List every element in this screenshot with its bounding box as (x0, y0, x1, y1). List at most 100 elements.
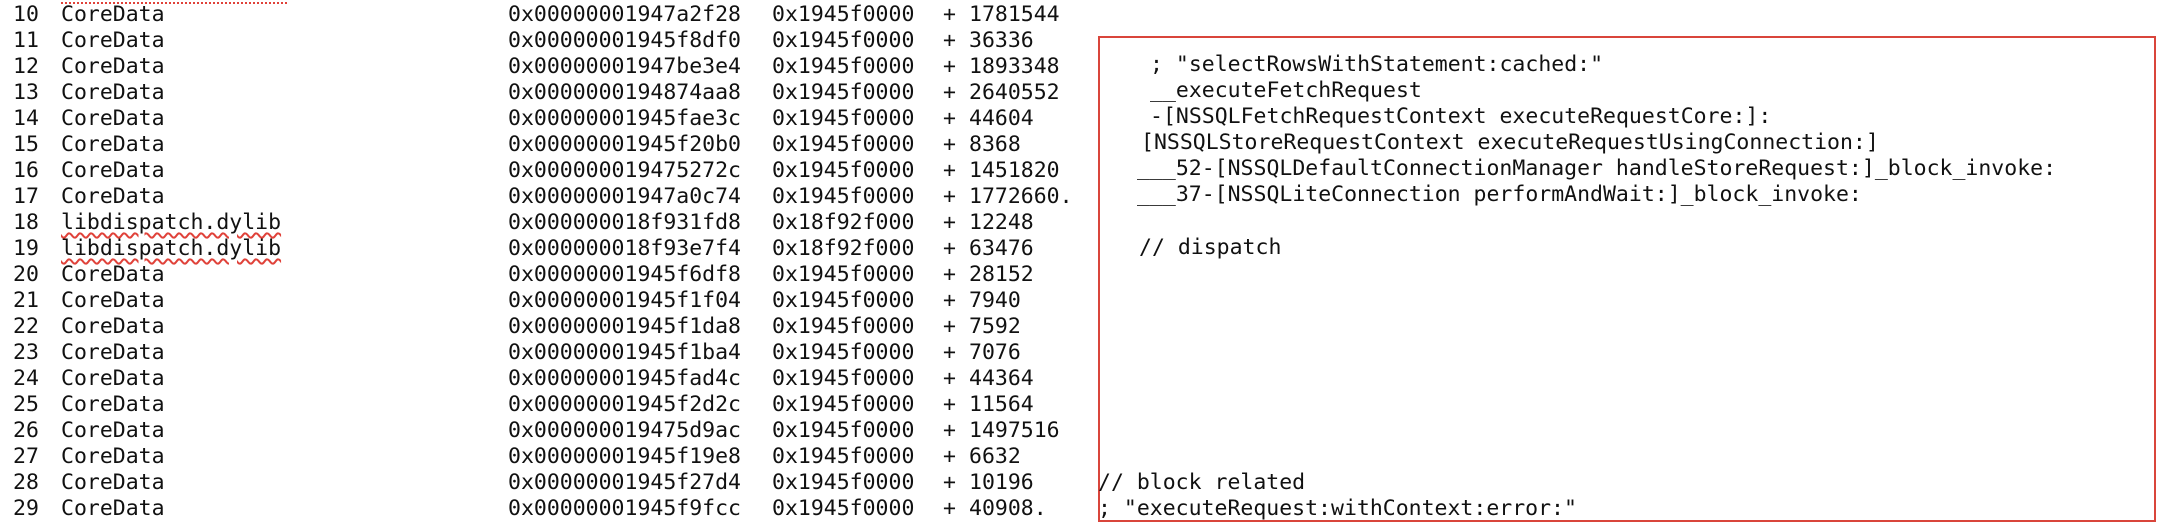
frame-address: 0x00000001945f8df0 (508, 28, 741, 53)
frame-number: 25 (13, 392, 39, 417)
frame-base-address: 0x1945f0000 (772, 392, 915, 417)
frame-plus-sign: + (943, 340, 956, 365)
frame-base-address: 0x1945f0000 (772, 470, 915, 495)
frame-library: CoreData (61, 106, 165, 131)
frame-base-address: 0x1945f0000 (772, 158, 915, 183)
frame-base-address: 0x1945f0000 (772, 444, 915, 469)
frame-library: CoreData (61, 392, 165, 417)
frame-address: 0x000000018f931fd8 (508, 210, 741, 235)
frame-address: 0x000000019475d9ac (508, 418, 741, 443)
frame-library: libdispatch.dylib (61, 210, 282, 235)
frame-offset: 1772660. (969, 184, 1073, 209)
annotation-line: // block related (1098, 470, 1306, 495)
frame-library: CoreData (61, 262, 165, 287)
frame-library: CoreData (61, 444, 165, 469)
annotation-line: [NSSQLStoreRequestContext executeRequest… (1141, 130, 1879, 155)
annotation-line: ___52-[NSSQLDefaultConnectionManager han… (1137, 156, 2057, 181)
frame-plus-sign: + (943, 54, 956, 79)
frame-number: 14 (13, 106, 39, 131)
frame-library: CoreData (61, 28, 165, 53)
frame-number: 23 (13, 340, 39, 365)
frame-base-address: 0x1945f0000 (772, 288, 915, 313)
frame-offset: 28152 (969, 262, 1034, 287)
frame-address: 0x00000001945fad4c (508, 366, 741, 391)
frame-base-address: 0x18f92f000 (772, 236, 915, 261)
frame-number: 26 (13, 418, 39, 443)
annotation-line: -[NSSQLFetchRequestContext executeReques… (1150, 104, 1772, 129)
frame-offset: 44604 (969, 106, 1034, 131)
frame-address: 0x00000001947a0c74 (508, 184, 741, 209)
frame-plus-sign: + (943, 392, 956, 417)
frame-address: 0x00000001945f9fcc (508, 496, 741, 521)
frame-offset: 2640552 (969, 80, 1060, 105)
annotation-line: ___37-[NSSQLiteConnection performAndWait… (1137, 182, 1862, 207)
frame-number: 12 (13, 54, 39, 79)
frame-plus-sign: + (943, 314, 956, 339)
frame-base-address: 0x1945f0000 (772, 314, 915, 339)
frame-number: 10 (13, 2, 39, 27)
frame-library: CoreData (61, 184, 165, 209)
frame-address: 0x00000001945f19e8 (508, 444, 741, 469)
frame-number: 18 (13, 210, 39, 235)
frame-address: 0x00000001947a2f28 (508, 2, 741, 27)
frame-address: 0x00000001945f20b0 (508, 132, 741, 157)
frame-offset: 1451820 (969, 158, 1060, 183)
frame-offset: 7940 (969, 288, 1021, 313)
frame-base-address: 0x1945f0000 (772, 418, 915, 443)
frame-plus-sign: + (943, 28, 956, 53)
frame-number: 28 (13, 470, 39, 495)
frame-library: CoreData (61, 496, 165, 521)
frame-address: 0x00000001947be3e4 (508, 54, 741, 79)
frame-library: CoreData (61, 132, 165, 157)
frame-base-address: 0x1945f0000 (772, 54, 915, 79)
frame-base-address: 0x1945f0000 (772, 132, 915, 157)
annotation-box (1098, 36, 2156, 522)
frame-plus-sign: + (943, 470, 956, 495)
frame-library: CoreData (61, 418, 165, 443)
frame-base-address: 0x1945f0000 (772, 366, 915, 391)
frame-plus-sign: + (943, 106, 956, 131)
frame-offset: 1893348 (969, 54, 1060, 79)
frame-base-address: 0x18f92f000 (772, 210, 915, 235)
frame-address: 0x00000001945f6df8 (508, 262, 741, 287)
frame-library: CoreData (61, 80, 165, 105)
frame-address: 0x00000001945f1f04 (508, 288, 741, 313)
frame-base-address: 0x1945f0000 (772, 262, 915, 287)
frame-offset: 11564 (969, 392, 1034, 417)
frame-plus-sign: + (943, 158, 956, 183)
frame-offset: 1497516 (969, 418, 1060, 443)
frame-plus-sign: + (943, 132, 956, 157)
frame-plus-sign: + (943, 2, 956, 27)
frame-number: 20 (13, 262, 39, 287)
frame-plus-sign: + (943, 210, 956, 235)
spellcheck-underline-partial (61, 0, 287, 4)
frame-plus-sign: + (943, 236, 956, 261)
frame-library: CoreData (61, 314, 165, 339)
frame-number: 17 (13, 184, 39, 209)
frame-address: 0x000000018f93e7f4 (508, 236, 741, 261)
frame-plus-sign: + (943, 444, 956, 469)
frame-base-address: 0x1945f0000 (772, 340, 915, 365)
frame-offset: 40908. (969, 496, 1047, 521)
frame-plus-sign: + (943, 418, 956, 443)
frame-offset: 44364 (969, 366, 1034, 391)
frame-plus-sign: + (943, 366, 956, 391)
frame-number: 13 (13, 80, 39, 105)
frame-address: 0x00000001945f1da8 (508, 314, 741, 339)
frame-library: CoreData (61, 2, 165, 27)
frame-offset: 63476 (969, 236, 1034, 261)
frame-number: 11 (13, 28, 39, 53)
frame-plus-sign: + (943, 262, 956, 287)
frame-address: 0x000000019475272c (508, 158, 741, 183)
frame-base-address: 0x1945f0000 (772, 28, 915, 53)
annotation-line: // dispatch (1139, 235, 1282, 260)
frame-offset: 10196 (969, 470, 1034, 495)
frame-library: CoreData (61, 340, 165, 365)
frame-number: 29 (13, 496, 39, 521)
frame-plus-sign: + (943, 288, 956, 313)
frame-offset: 36336 (969, 28, 1034, 53)
frame-address: 0x00000001945f1ba4 (508, 340, 741, 365)
frame-offset: 7076 (969, 340, 1021, 365)
annotation-line: __executeFetchRequest (1150, 78, 1422, 103)
